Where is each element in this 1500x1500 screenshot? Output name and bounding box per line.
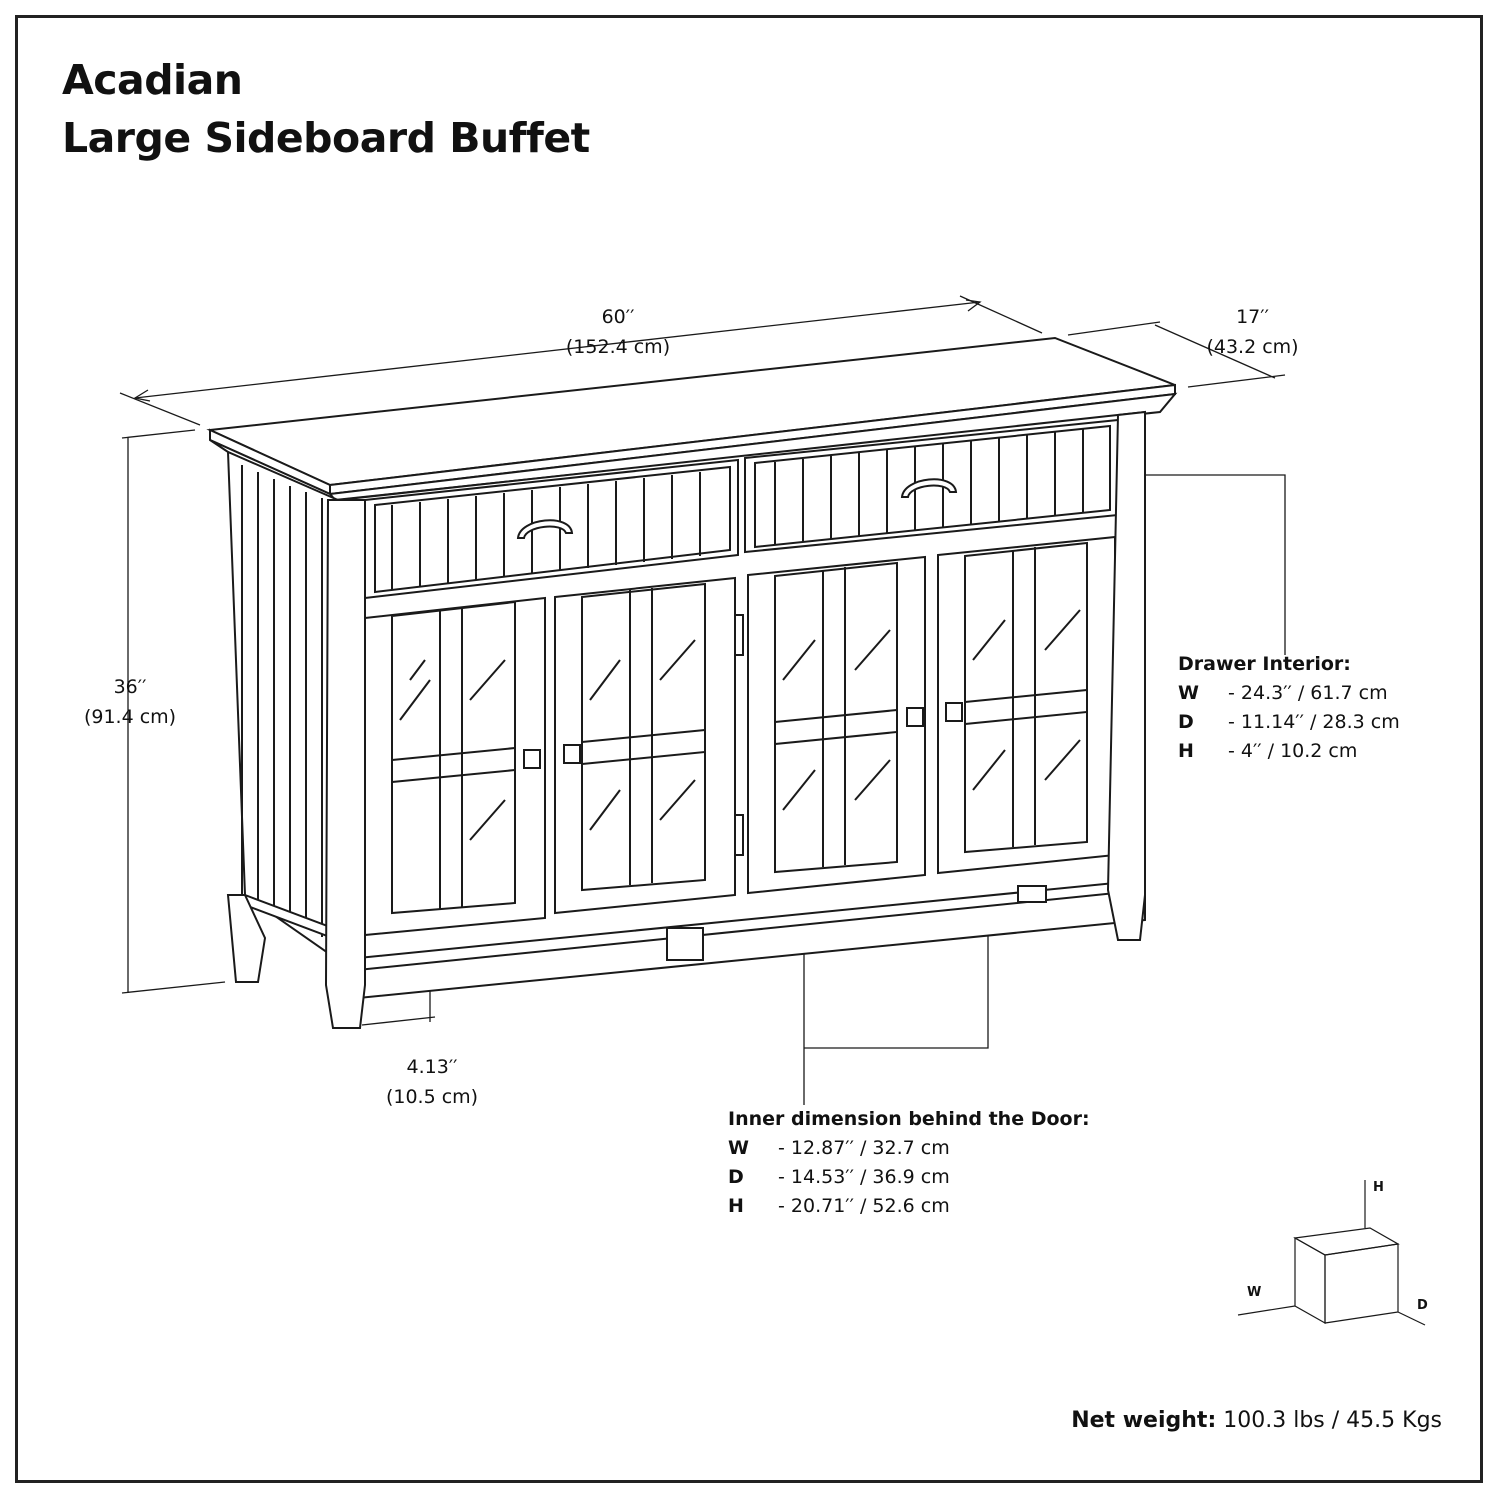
clearance-dimension: 4.13′′ (10.5 cm) — [385, 1056, 479, 1108]
front-right-leg — [1106, 410, 1146, 941]
net-weight-label: Net weight: — [1071, 1408, 1217, 1433]
cabinet-top — [206, 336, 1178, 502]
axis-cube — [1237, 1180, 1426, 1326]
product-title: Acadian — [62, 56, 243, 104]
drawer-pull-left — [516, 519, 574, 539]
cabinet-front — [324, 410, 1146, 1029]
door-interior-heading: Inner dimension behind the Door: — [728, 1108, 1090, 1130]
drawer-pull-right — [900, 478, 958, 498]
front-left-leg — [324, 499, 366, 1029]
width-dimension: 60′′ (152.4 cm) — [565, 306, 671, 358]
drawer-interior-heading: Drawer Interior: — [1178, 653, 1351, 675]
cabinet-side — [226, 450, 339, 983]
product-subtitle: Large Sideboard Buffet — [62, 114, 590, 162]
page-frame — [15, 15, 1483, 1483]
axis-w-label: W — [1247, 1285, 1262, 1300]
height-dimension: 36′′ (91.4 cm) — [83, 676, 177, 728]
net-weight: Net weight: 100.3 lbs / 45.5 Kgs — [1071, 1408, 1442, 1433]
door-interior-label: Inner dimension behind the Door: W- 12.8… — [728, 1105, 1148, 1221]
door-3 — [747, 555, 926, 895]
axis-d-label: D — [1417, 1298, 1428, 1313]
door-1 — [364, 596, 546, 937]
drawer-interior-label: Drawer Interior: W- 24.3′′ / 61.7 cm D- … — [1178, 650, 1448, 766]
axis-h-label: H — [1373, 1180, 1384, 1195]
depth-dimension: 17′′ (43.2 cm) — [1206, 306, 1299, 358]
door-4 — [937, 535, 1116, 875]
net-weight-value: 100.3 lbs / 45.5 Kgs — [1223, 1408, 1442, 1433]
door-2 — [554, 576, 736, 915]
